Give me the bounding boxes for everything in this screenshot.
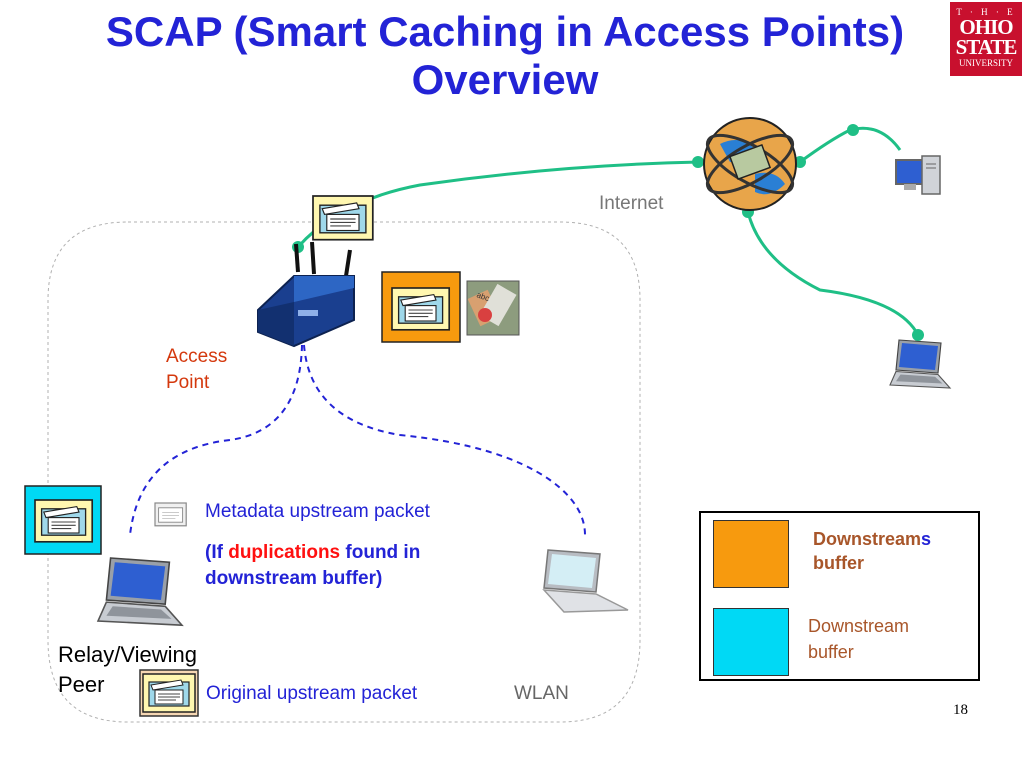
- legend-item-downstreams-buffer: Downstreams buffer: [813, 527, 931, 575]
- logo-line-3: STATE: [955, 35, 1018, 59]
- svg-text:abc: abc: [475, 290, 490, 303]
- film-in-cyan-buffer-icon: [34, 499, 94, 543]
- relay-peer-laptop-icon: [97, 557, 183, 626]
- logo-line-4: UNIVERSITY: [959, 58, 1013, 68]
- relay-peer-label-line-2: Peer: [58, 672, 105, 697]
- link-node: [692, 156, 704, 168]
- legend-item1-line-2: buffer: [813, 553, 864, 573]
- wlan-boundary: [47, 221, 641, 723]
- slide-title: SCAP (Smart Caching in Access Points) Ov…: [40, 8, 970, 104]
- duplication-note: (If duplications found in downstream buf…: [205, 540, 420, 592]
- logo-line-2: OHIO: [959, 15, 1013, 39]
- access-point-label-line-1: Access: [166, 346, 228, 367]
- original-packet-film-icon: [139, 669, 199, 717]
- wlan-link-right: [303, 344, 586, 536]
- link-node: [912, 329, 924, 341]
- remote-laptop-icon: [889, 339, 951, 389]
- logo-line-1: T · H · E: [956, 7, 1016, 17]
- metadata-packet-label: Metadata upstream packet: [205, 501, 430, 522]
- page-number: 18: [953, 702, 968, 718]
- link-node: [847, 124, 859, 136]
- original-packet-label: Original upstream packet: [206, 683, 418, 704]
- link-node: [794, 156, 806, 168]
- legend-item2-line-1: Downstream: [808, 616, 910, 636]
- internet-label: Internet: [599, 193, 664, 214]
- legend-swatch-orange: [713, 520, 789, 588]
- film-in-orange-buffer-icon: [391, 287, 451, 331]
- access-point-label-line-2: Point: [166, 372, 210, 393]
- legend-item1-suffix: s: [921, 529, 932, 549]
- university-logo: T · H · E OHIO STATE UNIVERSITY: [950, 2, 1022, 76]
- legend-item-downstream-buffer: Downstream buffer: [808, 613, 909, 665]
- legend-swatch-cyan: [713, 608, 789, 676]
- dup-line-2: downstream buffer): [205, 568, 383, 589]
- internet-globe-icon: [703, 117, 797, 211]
- photo-collage-icon: abc: [466, 280, 520, 336]
- legend-item2-line-2: buffer: [808, 642, 854, 662]
- wlan-link-left: [129, 344, 303, 536]
- dup-suffix: found in: [340, 542, 421, 563]
- desktop-computer-icon: [895, 155, 941, 195]
- film-cache-icon: [312, 195, 374, 241]
- wlan-label: WLAN: [514, 683, 569, 704]
- dup-highlight: duplications: [228, 542, 341, 563]
- access-point-label: Access Point: [166, 344, 227, 396]
- legend-item1-main: Downstream: [813, 529, 922, 549]
- title-line-2: Overview: [411, 56, 599, 103]
- dup-prefix: (If: [205, 542, 229, 563]
- title-line-1: SCAP (Smart Caching in Access Points): [105, 8, 905, 55]
- legend-box: Downstreams buffer Downstream buffer: [699, 511, 980, 681]
- relay-peer-label: Relay/Viewing Peer: [58, 640, 197, 700]
- metadata-packet-icon: [154, 502, 187, 527]
- link-internet-laptop: [746, 211, 920, 336]
- wlan-peer-laptop-icon: [542, 549, 629, 613]
- access-point-router-icon: [257, 241, 355, 348]
- relay-peer-label-line-1: Relay/Viewing: [58, 642, 198, 667]
